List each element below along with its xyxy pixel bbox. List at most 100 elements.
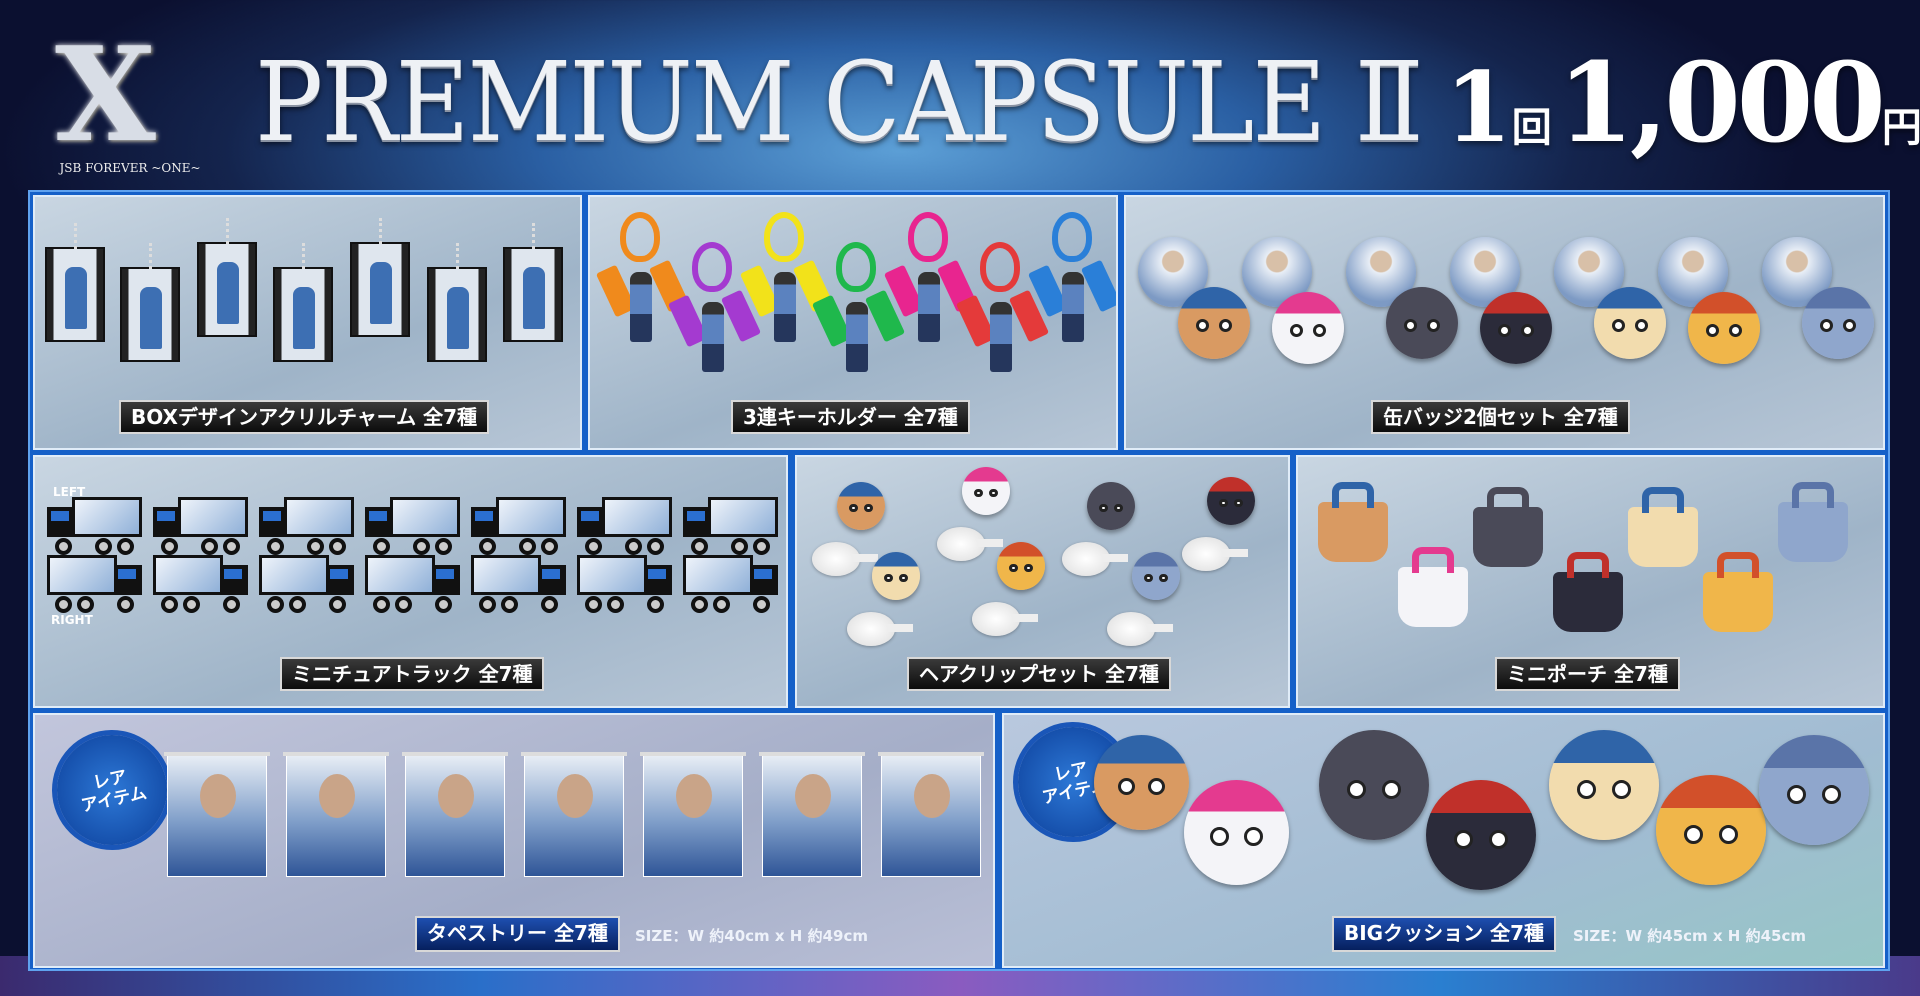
panel-can-badge[interactable]: 缶バッジ2個セット 全7種: [1124, 195, 1885, 450]
price: 1回 1,000円: [1445, 38, 1920, 167]
keyholder-loop: [764, 212, 804, 262]
tapestry: [283, 752, 389, 877]
keyholder-loop: [836, 242, 876, 292]
hair-clip-flower: [937, 527, 1003, 561]
mini-pouch: [1778, 482, 1848, 562]
price-count: 1: [1445, 51, 1512, 164]
eye-icon: [1821, 784, 1842, 805]
eye-icon: [1144, 573, 1153, 583]
panel-tapestry[interactable]: レア アイテム タペストリー 全7種 SIZE：W 約40cm x H 約49c…: [33, 713, 995, 968]
mini-truck: [471, 497, 566, 555]
truck-right-label: RIGHT: [51, 613, 93, 627]
character-badge: [1594, 287, 1666, 359]
keyholder-figure: [774, 272, 796, 342]
eye-icon: [1453, 829, 1474, 850]
character-badge: [1386, 287, 1458, 359]
character-badge: [1688, 292, 1760, 364]
logo-subtitle: JSB FOREVER ~ONE~: [59, 161, 201, 175]
eye-icon: [1612, 319, 1625, 333]
section-label: ミニポーチ 全7種: [1495, 657, 1680, 691]
eye-icon: [1099, 503, 1108, 513]
tapestry: [164, 752, 270, 877]
panel-truck[interactable]: LEFT RIGHT ミニチュアトラック 全7種: [33, 455, 788, 708]
panel-mini-pouch[interactable]: ミニポーチ 全7種: [1296, 455, 1885, 708]
page-title: PREMIUM CAPSULE Ⅱ: [255, 38, 1424, 166]
box-charm: [503, 223, 563, 342]
eye-icon: [864, 503, 873, 513]
eye-icon: [1635, 319, 1648, 333]
box-charm: [427, 243, 487, 362]
mini-truck: [577, 555, 672, 613]
eye-icon: [1159, 573, 1168, 583]
mini-pouch: [1703, 552, 1773, 632]
mini-truck: [259, 555, 354, 613]
eye-icon: [1009, 563, 1018, 573]
mini-pouch: [1553, 552, 1623, 632]
price-value: 1,000: [1557, 38, 1885, 167]
box-charm: [45, 223, 105, 342]
character-badge: [1802, 287, 1874, 359]
eye-icon: [1196, 319, 1209, 333]
eye-icon: [1404, 319, 1417, 333]
panel-hair-clip[interactable]: ヘアクリップセット 全7種: [795, 455, 1290, 708]
hair-clip-flower: [1182, 537, 1248, 571]
eye-icon: [1114, 503, 1123, 513]
tapestry: [402, 752, 508, 877]
character-clip: [837, 482, 885, 530]
eye-icon: [1786, 784, 1807, 805]
eye-icon: [1611, 779, 1632, 800]
eye-icon: [1521, 324, 1534, 338]
section-label: ミニチュアトラック 全7種: [280, 657, 545, 691]
eye-icon: [1488, 829, 1509, 850]
panel-box-charm[interactable]: BOXデザインアクリルチャーム 全7種: [33, 195, 582, 450]
keyholder-figure: [702, 302, 724, 372]
character-clip: [1087, 482, 1135, 530]
character-clip: [997, 542, 1045, 590]
box-charm: [273, 243, 333, 362]
mini-truck: [259, 497, 354, 555]
eye-icon: [989, 488, 998, 498]
keyholder-figure: [846, 302, 868, 372]
eye-icon: [1117, 777, 1135, 795]
keyholder-loop: [1052, 212, 1092, 262]
eye-icon: [899, 573, 908, 583]
eye-icon: [1313, 324, 1326, 338]
section-label: 缶バッジ2個セット 全7種: [1371, 400, 1630, 434]
section-label: BIGクッション 全7種: [1332, 916, 1556, 952]
keyholder-figure: [918, 272, 940, 342]
keyholder-tag: [1080, 259, 1116, 313]
eye-icon: [1243, 827, 1263, 847]
panel-big-cushion[interactable]: レア アイテム BIGクッション 全7種 SIZE：W 約45cm x H 約4…: [1002, 713, 1885, 968]
mini-truck: [153, 555, 248, 613]
tapestry: [759, 752, 865, 877]
hair-clip-flower: [1062, 542, 1128, 576]
mini-truck: [471, 555, 566, 613]
tapestry: [521, 752, 627, 877]
price-unit: 円: [1881, 104, 1920, 151]
hair-clip-flower: [847, 612, 913, 646]
character-clip: [1207, 477, 1255, 525]
mini-truck: [365, 497, 460, 555]
hair-clip-flower: [812, 542, 878, 576]
character-cushion: [1656, 775, 1766, 885]
eye-icon: [1843, 319, 1856, 333]
eye-icon: [1210, 827, 1230, 847]
character-clip: [1132, 552, 1180, 600]
section-label: 3連キーホルダー 全7種: [731, 400, 970, 434]
character-cushion: [1549, 730, 1659, 840]
mini-truck: [577, 497, 672, 555]
keyholder-figure: [630, 272, 652, 342]
eye-icon: [1381, 779, 1402, 800]
mini-pouch: [1398, 547, 1468, 627]
box-charm: [350, 218, 410, 337]
character-badge: [1480, 292, 1552, 364]
panel-keyholder[interactable]: 3連キーホルダー 全7種: [588, 195, 1118, 450]
mini-truck: [365, 555, 460, 613]
mini-pouch: [1628, 487, 1698, 567]
keyholder-figure: [990, 302, 1012, 372]
eye-icon: [1234, 498, 1243, 508]
jsb-logo: X JSB FOREVER ~ONE~: [35, 30, 225, 176]
eye-icon: [1427, 319, 1440, 333]
mini-truck: [683, 497, 778, 555]
eye-icon: [884, 573, 893, 583]
